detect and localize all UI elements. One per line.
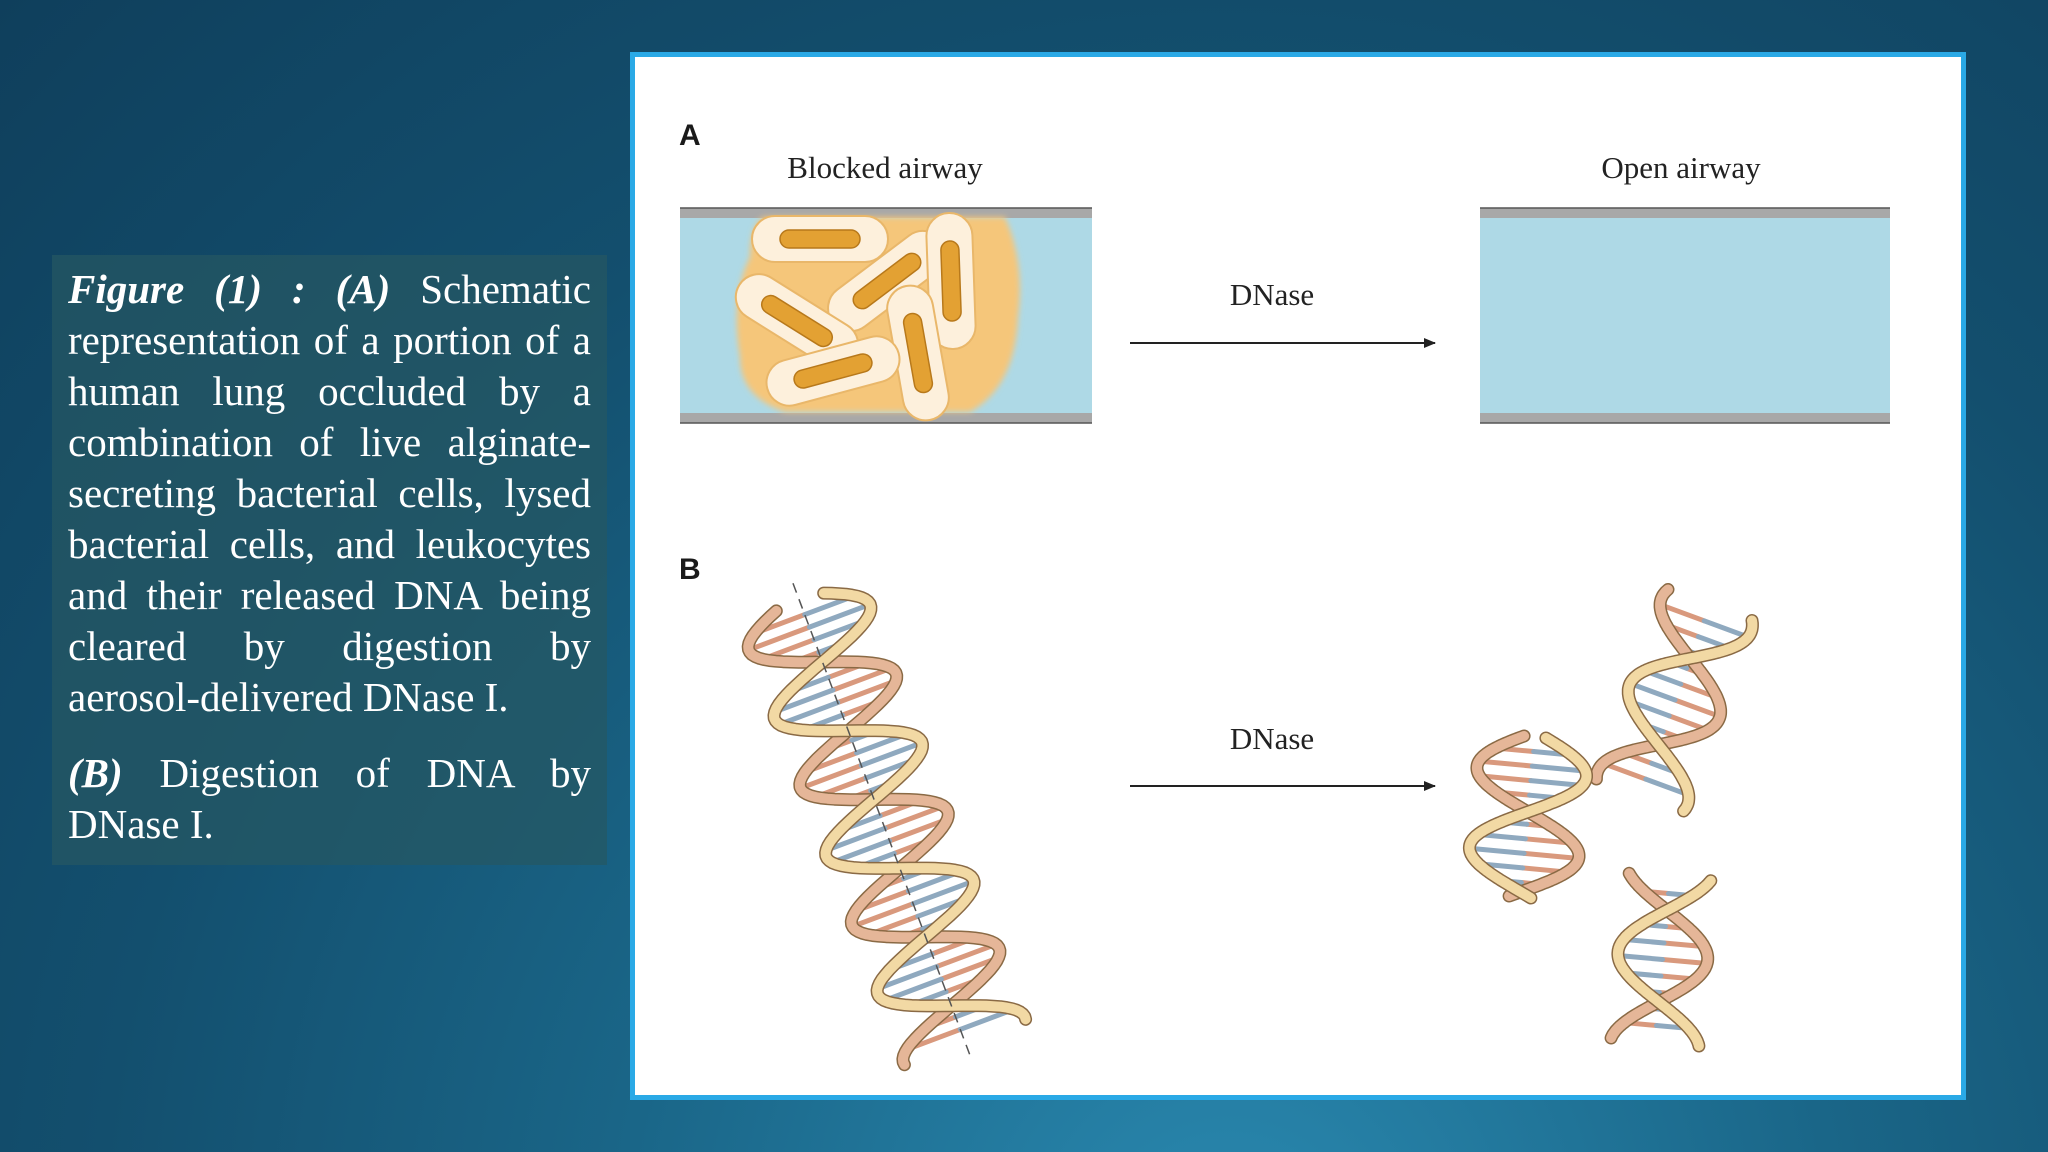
base-pair: [823, 825, 888, 853]
panel-b-letter: B: [679, 553, 701, 586]
open-airway-label: Open airway: [1601, 150, 1761, 185]
base-pair: [934, 941, 999, 970]
dnase-arrow-b: DNase: [1130, 721, 1436, 791]
figure-caption: Figure (1) : (A) Schematic representatio…: [52, 255, 607, 865]
airway-wall-bottom: [1480, 413, 1890, 423]
base-pair: [1476, 758, 1535, 769]
blocked-airway: Blocked airway: [680, 150, 1092, 424]
backbone-strand: [1606, 868, 1713, 1043]
base-pair: [858, 740, 925, 768]
base-pair: [910, 878, 977, 907]
figure-diagram: A Blocked airway: [679, 119, 1890, 1072]
base-pair: [882, 803, 947, 831]
base-pair: [1701, 618, 1751, 640]
caption-part-b: (B) Digestion of DNA by DNase I.: [68, 748, 591, 850]
caption-part-a: Figure (1) : (A) Schematic representatio…: [68, 264, 591, 723]
base-pair: [1627, 680, 1678, 703]
airway-lumen: [1480, 218, 1890, 413]
digested-dna-fragments: [1462, 583, 1759, 1053]
panel-a-letter: A: [679, 119, 701, 152]
caption-a-text: Schematic representation of a portion of…: [68, 266, 592, 720]
caption-b-prefix: (B): [68, 750, 123, 796]
base-pair: [806, 601, 873, 630]
bacteria-cluster: [734, 212, 977, 422]
dnase-label-a: DNase: [1230, 277, 1314, 312]
blocked-airway-label: Blocked airway: [787, 150, 983, 185]
base-pair: [1672, 697, 1723, 720]
base-pair: [1466, 845, 1527, 856]
base-pair: [874, 964, 940, 992]
base-pair: [746, 624, 812, 653]
airway-wall-top: [1480, 208, 1890, 218]
bacterium: [765, 335, 901, 407]
backbone-strand: [1591, 584, 1726, 784]
base-pair: [776, 700, 841, 727]
base-pair: [849, 901, 916, 930]
base-pair: [1643, 776, 1692, 798]
caption-a-prefix: Figure (1) : (A): [68, 266, 391, 312]
base-pair: [829, 838, 893, 866]
dnase-label-b: DNase: [1230, 721, 1314, 756]
backbone-strand: [1464, 733, 1592, 903]
backbone-strand: [769, 588, 1031, 1025]
panel-b: B DNase: [679, 553, 1759, 1072]
intact-dna-helix: [741, 583, 1033, 1072]
base-pair: [1529, 763, 1589, 774]
backbone-strand: [1612, 875, 1716, 1051]
caption-b-text: Digestion of DNA by DNase I.: [68, 750, 591, 847]
airway-wall-top: [680, 208, 1092, 218]
bacterium: [925, 212, 977, 350]
figure-panel: A Blocked airway: [630, 52, 1966, 1100]
base-pair: [830, 665, 894, 693]
base-pair: [1600, 760, 1649, 782]
bacterium: [751, 215, 889, 263]
base-pair: [797, 762, 864, 791]
dnase-arrow-a: DNase: [1130, 277, 1436, 348]
bacterium: [886, 284, 950, 422]
backbone-strand: [1623, 615, 1758, 816]
base-pair: [1521, 850, 1582, 861]
base-pair: [1657, 602, 1707, 624]
base-pair: [835, 678, 899, 706]
base-pair: [887, 816, 950, 844]
base-pair: [1615, 952, 1665, 962]
backbone-strand: [1471, 731, 1584, 901]
open-airway: Open airway: [1480, 150, 1890, 424]
panel-a: A Blocked airway: [679, 119, 1890, 424]
backbone-strand: [743, 605, 1005, 1070]
airway-wall-bottom: [680, 413, 1092, 423]
base-pair: [772, 687, 836, 715]
base-pair: [1660, 957, 1710, 967]
